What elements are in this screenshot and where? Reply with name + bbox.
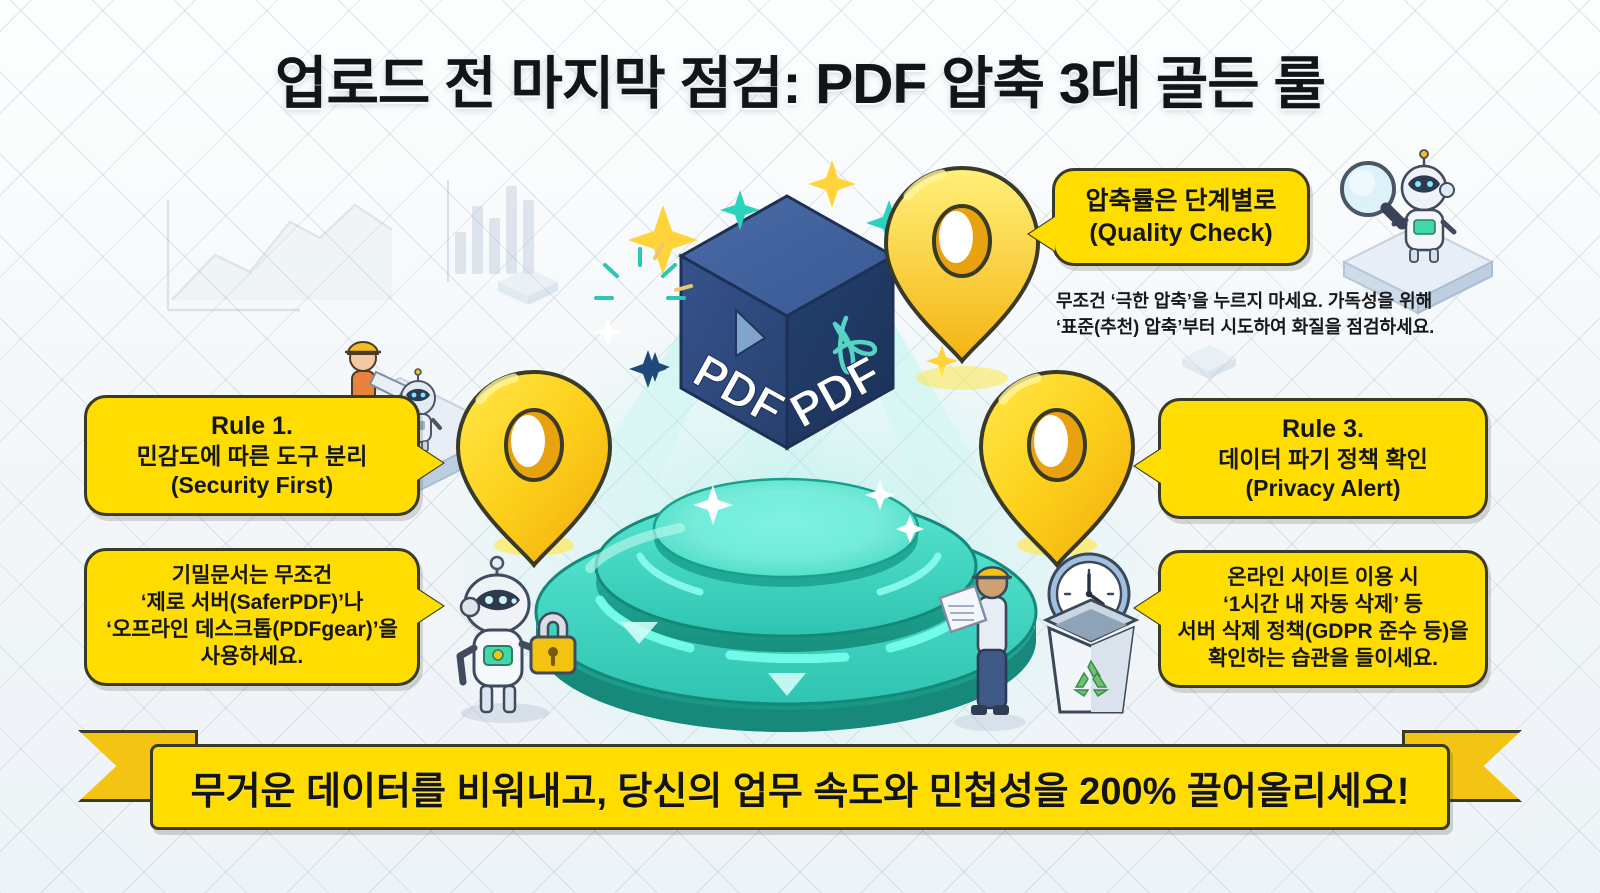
- scene-security-robot: [456, 555, 577, 723]
- callout-rule-3-detail[interactable]: 온라인 사이트 이용 시 ‘1시간 내 자동 삭제’ 등 서버 삭제 정책(GD…: [1135, 550, 1488, 688]
- map-pin-icon-top: [883, 165, 1041, 390]
- callout-line: ‘제로 서버(SaferPDF)’나: [140, 590, 364, 614]
- map-pin-icon-left: [455, 369, 613, 569]
- bubble-tail: [417, 589, 443, 623]
- callout-line: 확인하는 습관을 들이세요.: [1207, 646, 1439, 670]
- podium-icon: [534, 477, 1038, 732]
- callout-line: 온라인 사이트 이용 시: [1227, 566, 1419, 589]
- callout-line: ‘1시간 내 자동 삭제’ 등: [1222, 592, 1424, 616]
- callout-heading: Rule 1.: [211, 412, 293, 440]
- pdf-cube-icon: PDF PDF: [677, 194, 897, 451]
- recycle-bin-icon: [1042, 598, 1140, 714]
- bubble-tail: [1029, 217, 1055, 251]
- map-pin-icon-right: [978, 369, 1136, 569]
- scene-audit: [938, 552, 1140, 731]
- scene-inspector-robot: [1340, 149, 1495, 315]
- callout-line: 압축률은 단계별로: [1085, 187, 1277, 215]
- recycle-symbol-icon: [1072, 659, 1110, 697]
- callout-line: 기밀문서는 무조건: [171, 564, 333, 587]
- ribbon-body: 무거운 데이터를 비워내고, 당신의 업무 속도와 민첩성을 200% 끌어올리…: [150, 744, 1450, 830]
- worker-icon: [938, 566, 1012, 715]
- callout-line: (Security First): [170, 472, 334, 499]
- bubble-tail: [1135, 449, 1161, 483]
- callout-heading: Rule 3.: [1282, 415, 1364, 443]
- background-bars-art: [447, 180, 534, 282]
- bubble-tail: [417, 446, 443, 480]
- callout-line: 사용하세요.: [200, 644, 304, 668]
- ribbon-text: 무거운 데이터를 비워내고, 당신의 업무 속도와 민첩성을 200% 끌어올리…: [190, 770, 1410, 813]
- note-line: 무조건 ‘극한 압축’을 누르지 마세요. 가독성을 위해: [1056, 291, 1433, 311]
- bubble-tail: [1135, 591, 1161, 625]
- magnifier-icon: [1340, 161, 1408, 230]
- padlock-icon: [529, 611, 577, 675]
- callout-line: 데이터 파기 정책 확인: [1218, 446, 1428, 472]
- callout-line: ‘오프라인 데스크톱(PDFgear)’을: [106, 617, 398, 641]
- robot-icon: [456, 555, 542, 714]
- page-title: 업로드 전 마지막 점검: PDF 압축 3대 골든 룰: [275, 52, 1326, 116]
- callout-line: (Privacy Alert): [1245, 475, 1401, 502]
- callout-quality-check[interactable]: 압축률은 단계별로 (Quality Check): [1029, 168, 1310, 266]
- callout-rule-1[interactable]: Rule 1. 민감도에 따른 도구 분리 (Security First): [84, 395, 443, 516]
- note-line: ‘표준(추천) 압축’부터 시도하여 화질을 점검하세요.: [1056, 317, 1435, 338]
- callout-line: 민감도에 따른 도구 분리: [136, 443, 368, 469]
- callout-line: 서버 삭제 정책(GDPR 준수 등)을: [1177, 619, 1469, 643]
- quality-note: 무조건 ‘극한 압축’을 누르지 마세요. 가독성을 위해 ‘표준(추천) 압축…: [1056, 288, 1526, 340]
- background-chart-art: [166, 200, 393, 312]
- callout-rule-3[interactable]: Rule 3. 데이터 파기 정책 확인 (Privacy Alert): [1135, 398, 1488, 519]
- callout-line: (Quality Check): [1089, 219, 1273, 247]
- bottom-ribbon: 무거운 데이터를 비워내고, 당신의 업무 속도와 민첩성을 200% 끌어올리…: [78, 722, 1522, 840]
- callout-rule-1-detail[interactable]: 기밀문서는 무조건 ‘제로 서버(SaferPDF)’나 ‘오프라인 데스크톱(…: [84, 548, 443, 686]
